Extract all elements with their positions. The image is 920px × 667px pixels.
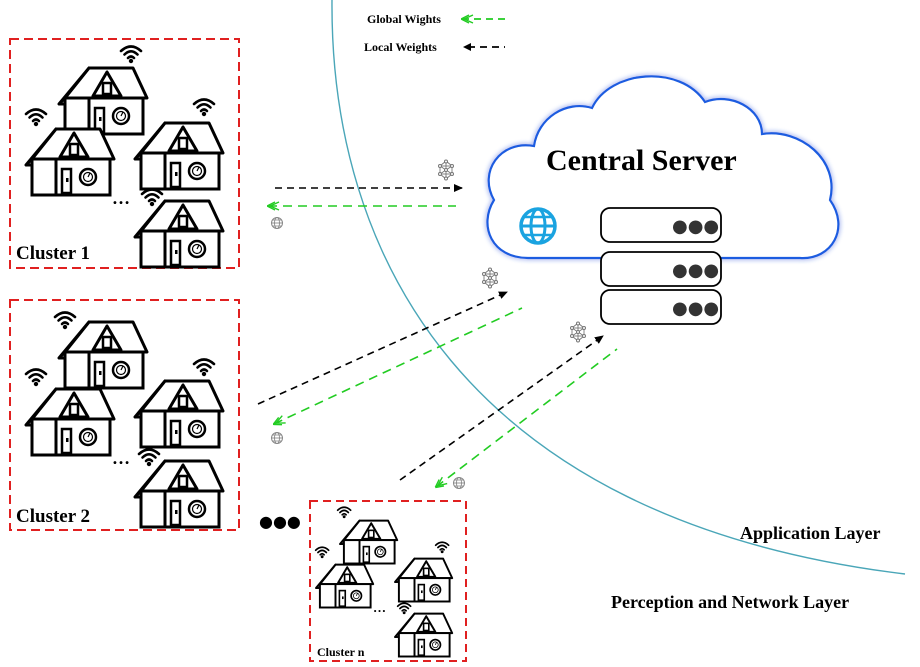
smart-house-icon [133,379,225,449]
neural-network-icon [570,321,586,343]
application-layer-label: Application Layer [740,523,881,543]
cluster-2-ellipsis: … [112,448,130,468]
local-weights-arrow-cluster-2 [257,291,508,405]
wifi-icon [137,448,161,468]
smart-house-icon [339,519,399,565]
cloud-icon [486,75,840,260]
central-server: Central Server ●●● ●●● ●●● [486,75,840,325]
wifi-icon [140,188,164,208]
legend: Global Wights Local Weights [364,12,505,54]
more-clusters-ellipsis: ●●● [259,512,301,531]
wifi-icon [314,546,330,559]
smart-house-icon [133,199,225,269]
cluster-1-label: Cluster 1 [16,243,90,264]
wifi-icon [434,541,450,554]
smart-house-icon [394,612,454,658]
wifi-icon [396,602,412,615]
cluster-n-label: Cluster n [317,645,365,659]
legend-local-arrowhead [463,43,471,51]
wifi-icon [24,368,48,388]
smart-house-icon [24,387,116,457]
wifi-icon [53,311,77,331]
server-rack-unit-1: ●●● [600,207,722,243]
cluster-2: … Cluster 2 [9,299,240,531]
neural-network-icon [482,267,498,289]
globe-icon [271,217,283,229]
layer-boundary-arc [331,0,906,575]
legend-local-label: Local Weights [364,40,437,54]
cluster-n: … Cluster n [309,500,467,662]
server-rack-unit-3: ●●● [600,289,722,325]
server-rack-dots: ●●● [672,298,719,319]
smart-house-icon [133,121,225,191]
server-rack-dots: ●●● [672,260,719,281]
global-weights-arrow-cluster-2 [274,307,523,424]
server-rack-unit-2: ●●● [600,251,722,287]
legend-global-label: Global Wights [367,12,441,26]
server-title: Central Server [546,144,737,177]
cluster-1-ellipsis: … [112,188,130,208]
perception-layer-label: Perception and Network Layer [611,592,849,612]
globe-icon [453,477,465,489]
wifi-icon [192,358,216,378]
cluster-2-label: Cluster 2 [16,506,90,527]
wifi-icon [24,108,48,128]
smart-house-icon [315,563,375,609]
wifi-icon [192,98,216,118]
cluster-1: … Cluster 1 [9,38,240,269]
globe-large-icon [519,207,557,245]
local-weights-arrow-cluster-n [399,335,604,481]
smart-house-icon [394,557,454,603]
smart-house-icon [57,66,149,136]
smart-house-icon [24,127,116,197]
server-rack-dots: ●●● [672,216,719,237]
wifi-icon [336,506,352,519]
wifi-icon [119,45,143,65]
global-weights-arrow-cluster-n [436,348,618,487]
smart-house-icon [133,459,225,529]
globe-icon [271,432,283,444]
neural-network-icon [438,159,454,181]
cluster-n-ellipsis: … [373,600,386,615]
smart-house-icon [57,320,149,390]
